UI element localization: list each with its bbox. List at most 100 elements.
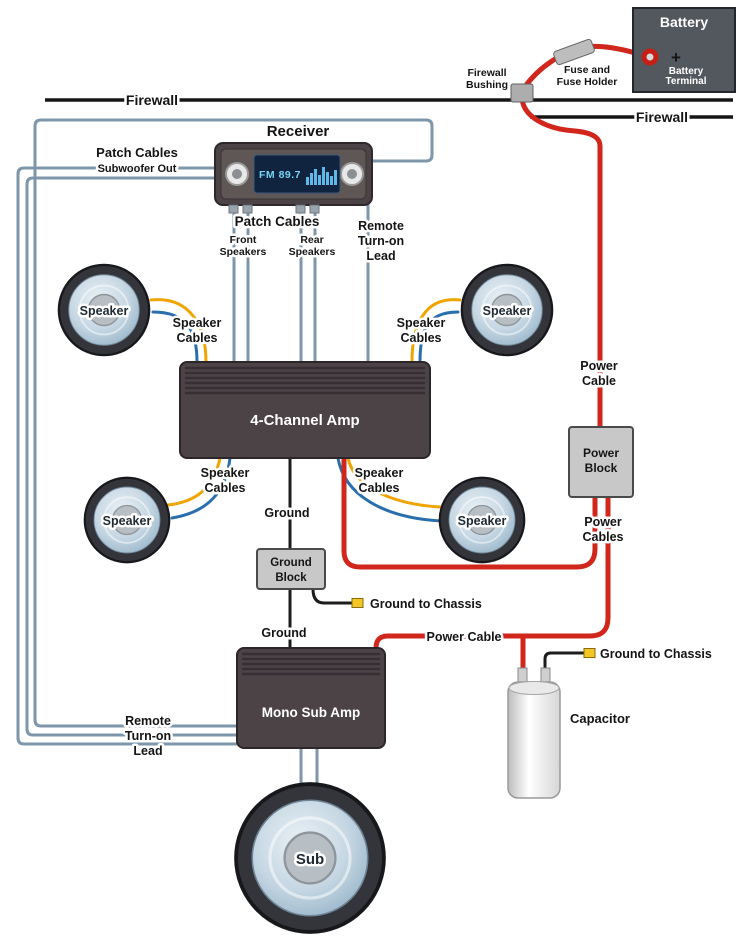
label-ground-upper: Ground <box>264 506 309 520</box>
label-receiver: Receiver <box>267 123 330 140</box>
label-patch-subwoofer-1: Patch Cables <box>96 145 178 160</box>
label-speaker-cables-tl-2: Cables <box>177 331 218 345</box>
rca-connector-icon <box>242 204 253 214</box>
label-speaker-cables-tr-1: Speaker <box>397 316 446 330</box>
speaker-cable-br-blue <box>336 456 444 523</box>
label-sub: Sub <box>296 851 324 868</box>
label-ground-to-chassis-1: Ground to Chassis <box>370 597 482 611</box>
label-speaker-cables-bl-2: Cables <box>205 481 246 495</box>
label-speaker-cables-bl-1: Speaker <box>201 466 250 480</box>
patch-and-remote-cables <box>16 118 434 794</box>
spectrum-bars-icon <box>306 167 337 185</box>
subwoofer-patch-cable-1 <box>16 166 239 746</box>
capacitor-top <box>508 681 560 695</box>
label-power-block-2: Block <box>585 461 618 475</box>
four-channel-amp <box>179 361 431 459</box>
capacitor-ground-to-chassis <box>543 651 586 670</box>
battery-terminal-icon <box>641 48 659 66</box>
label-remote-top-3: Lead <box>366 249 395 263</box>
label-fuse-holder-2: Fuse Holder <box>557 76 618 88</box>
subwoofer-patch-cable-2 <box>25 176 239 737</box>
label-patch-center: Patch Cables <box>235 214 320 229</box>
power-cable-bushing-to-block <box>519 95 603 430</box>
label-front-speakers-1: Front <box>230 234 257 246</box>
receiver: FM 89.7 <box>214 142 373 214</box>
speaker-cables <box>149 298 462 523</box>
label-remote-bottom-1: Remote <box>125 714 171 728</box>
tuner-knob-center <box>347 169 357 179</box>
power-cable-block-to-mono-amp <box>373 494 611 651</box>
speaker-cable-br-yellow <box>346 456 442 509</box>
label-ground-to-chassis-2: Ground to Chassis <box>600 647 712 661</box>
label-power-cables-1: Power <box>584 515 622 529</box>
amp-heatsink-fins <box>241 652 381 676</box>
rca-connector-icon <box>295 204 306 214</box>
amp-body <box>179 361 431 459</box>
radio-display-text: FM 89.7 <box>259 169 301 181</box>
battery <box>632 7 736 93</box>
label-power-cable-1: Power <box>580 359 618 373</box>
firewall <box>45 98 733 119</box>
label-remote-bottom-3: Lead <box>133 744 162 758</box>
ground-block <box>256 548 326 590</box>
label-remote-top-2: Turn-on <box>358 234 404 248</box>
label-rear-speakers-2: Speakers <box>289 246 336 258</box>
volume-knob-center <box>232 169 242 179</box>
speaker-cable-tr-blue <box>418 310 460 364</box>
label-speaker-cables-br-1: Speaker <box>355 466 404 480</box>
label-ground-block-1: Ground <box>270 557 312 569</box>
label-speaker-cables-br-2: Cables <box>359 481 400 495</box>
label-speaker-fl: Speaker <box>80 304 129 318</box>
label-ground-lower: Ground <box>261 626 306 640</box>
label-mono-sub-amp: Mono Sub Amp <box>262 705 360 720</box>
rca-connector-icon <box>309 204 320 214</box>
speaker-cable-tr-yellow <box>410 298 462 364</box>
label-ground-block-2: Block <box>275 572 307 584</box>
mono-sub-amp <box>236 647 386 749</box>
speaker-cable-bl-blue <box>170 456 232 520</box>
label-4-channel-amp: 4-Channel Amp <box>250 412 359 429</box>
label-remote-bottom-2: Turn-on <box>125 729 171 743</box>
label-firewall-right: Firewall <box>636 109 688 125</box>
label-power-block-1: Power <box>583 446 619 460</box>
label-remote-top-1: Remote <box>358 219 404 233</box>
label-firewall-left: Firewall <box>126 92 178 108</box>
label-rear-speakers-1: Rear <box>300 234 323 246</box>
label-capacitor: Capacitor <box>570 711 630 726</box>
label-battery-plus: + <box>671 48 681 67</box>
label-speaker-rr: Speaker <box>458 514 507 528</box>
label-power-cables-2: Cables <box>583 530 624 544</box>
label-firewall-bushing-1: Firewall <box>467 67 506 79</box>
speaker-cable-tl-yellow <box>149 298 208 364</box>
label-power-cable-horiz: Power Cable <box>426 630 501 644</box>
capacitor-body <box>507 681 561 799</box>
remote-lead-to-mono-amp <box>33 118 434 728</box>
label-speaker-cables-tr-2: Cables <box>401 331 442 345</box>
rca-connector-icon <box>228 204 239 214</box>
speaker-cable-tl-blue <box>151 310 199 364</box>
chassis-terminal-icon <box>351 598 364 608</box>
amp-heatsink-fins <box>184 366 426 395</box>
chassis-terminal-icon <box>583 648 596 658</box>
label-battery-terminal-1: Battery <box>669 66 704 77</box>
ground-wiring <box>288 456 596 670</box>
label-speaker-rl: Speaker <box>103 514 152 528</box>
label-patch-subwoofer-2: Subwoofer Out <box>98 163 177 175</box>
labels: Firewall Firewall Receiver Patch Cables … <box>77 14 714 871</box>
fuse-holder-icon <box>553 38 595 66</box>
power-cable-block-to-4ch-amp <box>341 455 598 570</box>
label-firewall-bushing-2: Bushing <box>466 79 508 91</box>
label-fuse-holder-1: Fuse and <box>564 64 610 76</box>
label-front-speakers-2: Speakers <box>220 246 267 258</box>
label-speaker-cables-tl-1: Speaker <box>173 316 222 330</box>
firewall-bushing-icon <box>510 83 534 103</box>
power-block <box>568 426 634 498</box>
label-battery: Battery <box>660 14 708 30</box>
capacitor <box>507 667 561 799</box>
label-power-cable-2: Cable <box>582 374 616 388</box>
ground-block-to-chassis <box>311 587 354 605</box>
speaker-cable-bl-yellow <box>166 456 222 507</box>
power-cabling <box>341 38 651 671</box>
label-battery-terminal-2: Terminal <box>666 76 707 87</box>
